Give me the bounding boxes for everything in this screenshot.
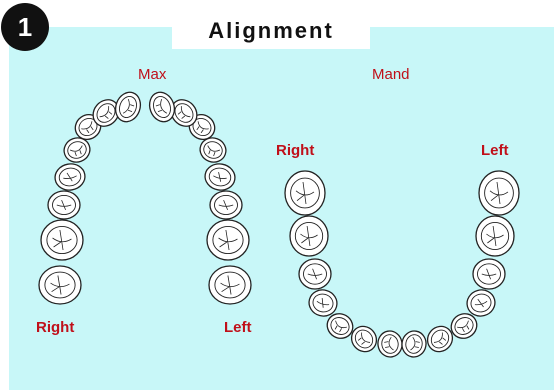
max-right-tooth-4 xyxy=(54,163,86,191)
max-right-tooth-1 xyxy=(38,265,82,305)
max-right-label: Right xyxy=(36,319,75,336)
max-left-tooth-4 xyxy=(204,163,236,191)
mand-right-label: Right xyxy=(276,142,315,159)
max-left-tooth-2 xyxy=(206,219,250,261)
mand-right-tooth-3 xyxy=(298,258,332,290)
max-right-tooth-2 xyxy=(40,219,84,261)
mand-left-label: Left xyxy=(481,142,509,159)
mand-left-tooth-2 xyxy=(475,215,515,257)
max-right-tooth-5 xyxy=(63,137,91,163)
mand-left-tooth-1 xyxy=(478,170,520,216)
max-left-tooth-8 xyxy=(148,91,176,123)
max-right-tooth-8 xyxy=(114,91,142,123)
max-right-tooth-7 xyxy=(92,99,120,127)
max-arch-label: Max xyxy=(138,66,167,83)
mand-right-tooth-7 xyxy=(377,330,403,358)
max-left-tooth-1 xyxy=(208,265,252,305)
step-number: 1 xyxy=(17,11,33,42)
maxillary-arch xyxy=(38,91,252,305)
step-number-badge: 1 xyxy=(1,3,49,51)
max-left-tooth-7 xyxy=(170,99,198,127)
mand-left-tooth-7 xyxy=(401,330,427,358)
max-right-tooth-3 xyxy=(47,190,81,220)
max-left-tooth-3 xyxy=(209,190,243,220)
mand-right-tooth-4 xyxy=(308,289,338,317)
mand-right-tooth-5 xyxy=(326,313,354,339)
mand-right-tooth-1 xyxy=(284,170,326,216)
title-tab: Alignment xyxy=(172,13,370,49)
mand-left-tooth-4 xyxy=(466,289,496,317)
mandibular-arch xyxy=(284,170,520,358)
mand-left-tooth-5 xyxy=(450,313,478,339)
max-left-label: Left xyxy=(224,319,252,336)
max-left-tooth-5 xyxy=(199,137,227,163)
mand-left-tooth-6 xyxy=(426,325,454,353)
mand-right-tooth-2 xyxy=(289,215,329,257)
mand-arch-label: Mand xyxy=(372,66,410,83)
page-title: Alignment xyxy=(208,18,334,43)
mand-left-tooth-3 xyxy=(472,258,506,290)
mand-right-tooth-6 xyxy=(350,325,378,353)
